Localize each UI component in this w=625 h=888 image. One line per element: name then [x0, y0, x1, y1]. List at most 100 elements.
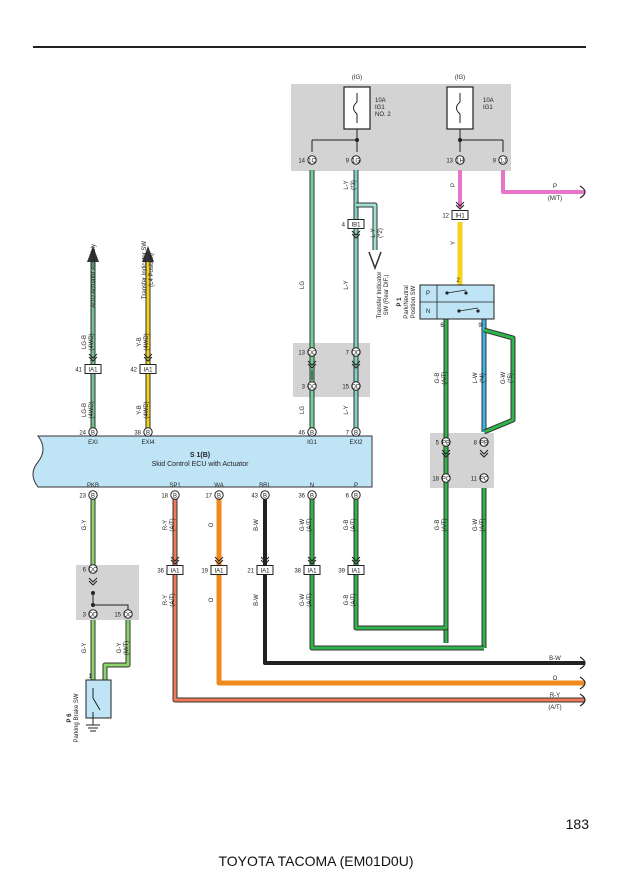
- fuse-ig: (IG): [352, 75, 362, 81]
- connector-id: DD: [89, 612, 98, 618]
- fuse-name: IG1: [483, 105, 493, 111]
- wire-label: R-Y: [163, 595, 169, 605]
- pin-number: 1: [88, 674, 92, 680]
- connector-chevron: [307, 360, 317, 369]
- connector-number: 18: [161, 493, 168, 499]
- wire-label: (A/T): [480, 518, 486, 531]
- connector-id: DD: [352, 350, 361, 356]
- component-brake-name: Parking Brake SW: [74, 693, 80, 742]
- pin-name: EXI4: [141, 440, 155, 446]
- connector-id: PB: [442, 440, 450, 446]
- connector-number: 8: [474, 440, 478, 446]
- connector-id: B: [310, 493, 314, 499]
- pin-name: EXI2: [349, 440, 363, 446]
- pin-name: EXI: [88, 440, 98, 446]
- connector-box: IH1 12: [442, 210, 469, 220]
- connector-chevron: [170, 556, 180, 565]
- wire-label: G-B: [435, 520, 441, 531]
- connector-id: B: [263, 493, 267, 499]
- connector-id: IA1: [143, 367, 153, 373]
- connector-pin: DC3: [302, 381, 317, 391]
- connector-number: 9: [493, 158, 497, 164]
- connector-id: 1H: [456, 158, 464, 164]
- connector-chevron: [441, 449, 451, 458]
- connector-pin: PB5: [436, 437, 451, 447]
- connector-pin: 1G9: [346, 155, 361, 165]
- connector-id: PB: [480, 440, 488, 446]
- wire-label: (4WD): [144, 333, 150, 350]
- connector-number: 15: [342, 384, 349, 390]
- wire-label: (A/T): [307, 593, 313, 606]
- wire-label: (*5): [508, 373, 514, 383]
- connector-number: 3: [302, 384, 306, 390]
- connector-number: 3: [83, 612, 87, 618]
- pin-number: 9: [478, 323, 482, 329]
- wire-label: L-Y: [344, 280, 350, 289]
- connector-id: B: [310, 430, 314, 436]
- connector-id: DC: [89, 567, 98, 573]
- pin-name: N: [310, 483, 314, 489]
- connector-chevron: [88, 577, 98, 586]
- wire-label: L-Y: [344, 180, 350, 189]
- wire-label-right: B-W: [549, 656, 561, 662]
- connector-number: 36: [157, 568, 164, 574]
- wire-label: Y-B: [137, 337, 143, 346]
- wire-label: G-Y: [82, 520, 88, 531]
- connector-number: 43: [251, 493, 258, 499]
- wire-label: G-Y: [82, 643, 88, 654]
- connector-pin: PB8: [474, 437, 489, 447]
- ecu-body: [32, 435, 373, 488]
- connector-id: B: [173, 493, 177, 499]
- park-neutral-switch: [419, 284, 495, 320]
- wire-label: G-Y: [117, 643, 123, 654]
- fuse-ig: (IG): [455, 75, 465, 81]
- component-transfer-sw: Transfer Indicator SW: [142, 241, 148, 299]
- connector-id: DC: [308, 384, 317, 390]
- page-number: 183: [566, 816, 590, 832]
- wire-label: Y: [451, 241, 457, 245]
- arrow-rear: [368, 251, 382, 271]
- connector-number: 41: [75, 367, 82, 373]
- connector-id: B: [217, 493, 221, 499]
- connector-id: PC: [442, 476, 451, 482]
- page-footer: TOYOTA TACOMA (EM01D0U): [218, 853, 413, 869]
- connector-id: B: [146, 430, 150, 436]
- pin-number: 6: [440, 323, 444, 329]
- component-transfer-rear: SW (Rear DIF.): [384, 275, 390, 316]
- wire-label: L-W: [473, 372, 479, 383]
- connector-number: 5: [436, 440, 440, 446]
- connector-number: 15: [114, 612, 121, 618]
- connector-id: B: [91, 493, 95, 499]
- pin-name: P: [354, 483, 358, 489]
- component-transfer-rear: Transfer Indicator: [377, 272, 383, 319]
- connector-chevron: [479, 449, 489, 458]
- fuse-1: [311, 86, 371, 152]
- component-transfer-sw: (L4 Position): [149, 253, 155, 287]
- connector-number: 9: [346, 158, 350, 164]
- wire-label: R-Y: [163, 520, 169, 530]
- wire-label: P: [451, 183, 457, 187]
- wire-label-right: O: [553, 676, 558, 682]
- wire-label: (A/T): [442, 518, 448, 531]
- wire-label: LG-B: [82, 335, 88, 349]
- pin-number: 2: [456, 278, 460, 284]
- connector-id: DD: [352, 384, 361, 390]
- wire-label: (A/T): [442, 371, 448, 384]
- connector-pin: DC6: [83, 564, 98, 574]
- fuse-rating: 10A: [483, 98, 494, 104]
- connector-number: 12: [442, 213, 449, 219]
- wire-label: B-W: [254, 594, 260, 606]
- connector-number: 4: [342, 222, 346, 228]
- wire-label: (*3): [351, 180, 357, 190]
- connector-id: IH1: [455, 213, 465, 219]
- wire-label: B-W: [254, 519, 260, 531]
- parking-brake-switch: [85, 679, 112, 732]
